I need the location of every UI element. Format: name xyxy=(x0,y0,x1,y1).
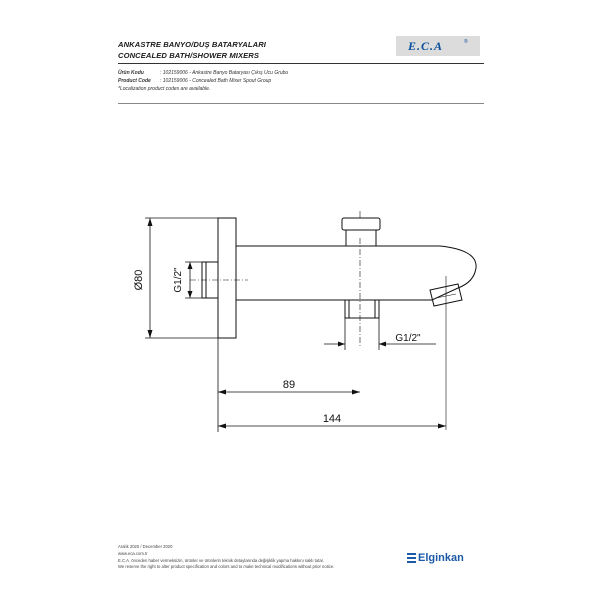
diverter-knob xyxy=(341,217,381,231)
elginkan-logo: Elginkan xyxy=(407,552,464,564)
footer-website[interactable]: www.eca.com.tr xyxy=(118,551,148,556)
dimension-inlet-thread: G1/2" xyxy=(173,267,184,293)
product-code-value-turkish: : 102159006 - Ankastre Banyo Bataryası Ç… xyxy=(160,70,289,76)
dimension-outlet-thread: G1/2" xyxy=(395,333,421,344)
info-divider xyxy=(118,103,484,104)
footer-disclaimer-turkish: E.C.A. önceden haber vermeksizin, ürünle… xyxy=(118,558,324,563)
product-code-turkish: Ürün Kodu : 102159006 - Ankastre Banyo Ba… xyxy=(118,70,288,76)
document-title-english: CONCEALED BATH/SHOWER MIXERS xyxy=(118,51,260,60)
elginkan-logo-text: Elginkan xyxy=(418,552,464,564)
dimension-89: 89 xyxy=(283,379,295,391)
dimension-144: 144 xyxy=(323,413,341,425)
aerator-tip xyxy=(429,283,463,307)
product-code-value-english: : 102159006 - Concealed Bath Mixer Spout… xyxy=(160,78,272,84)
header-divider xyxy=(118,63,484,64)
eca-logo: E.C.A ® xyxy=(396,36,480,56)
outlet-connector xyxy=(344,299,380,319)
document-title-turkish: ANKASTRE BANYO/DUŞ BATARYALARI xyxy=(118,40,266,49)
localization-note: *Localization product codes are availabl… xyxy=(118,86,211,92)
product-code-english: Product Code : 102159006 - Concealed Bath… xyxy=(118,78,271,84)
footer-disclaimer-english: We reserve the right to alter product sp… xyxy=(118,564,335,569)
spout-body xyxy=(236,245,477,301)
footer-date: Aralık 2020 / December 2020 xyxy=(118,544,173,549)
eca-logo-text: E.C.A xyxy=(408,39,444,53)
product-code-label-english: Product Code xyxy=(118,78,151,84)
product-code-label-turkish: Ürün Kodu xyxy=(118,70,144,76)
elginkan-mark-icon xyxy=(407,553,416,563)
eca-logo-registered: ® xyxy=(464,39,468,45)
dimension-diameter: Ø80 xyxy=(133,270,145,291)
wall-flange xyxy=(217,217,237,339)
